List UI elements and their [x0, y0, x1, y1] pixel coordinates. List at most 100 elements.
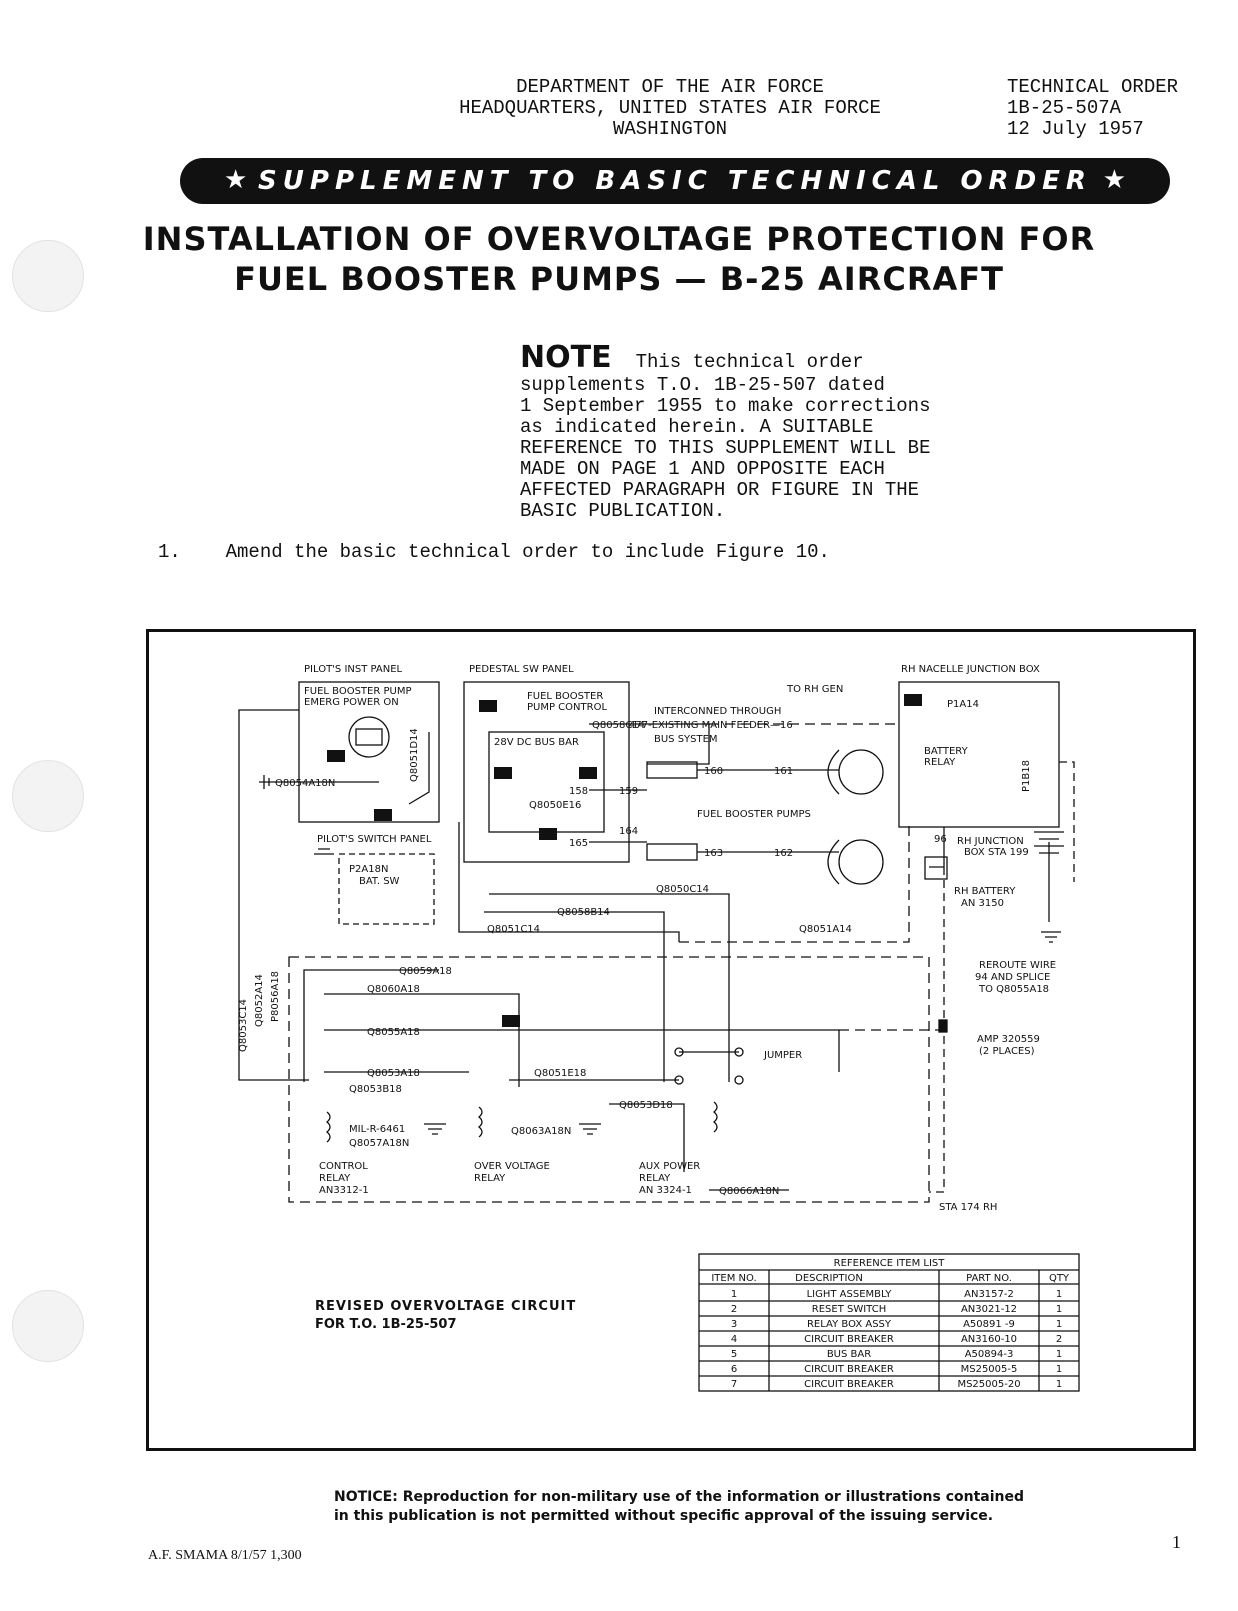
ref-cell: LIGHT ASSEMBLY	[807, 1289, 893, 1300]
pump-rh-symbol	[838, 749, 884, 795]
label-interconnect-1: INTERCONNED THROUGH	[654, 706, 781, 717]
ref-cell: MS25005-5	[961, 1364, 1018, 1375]
label-bus-bar: 28V DC BUS BAR	[494, 737, 579, 748]
wire-label: P1B18	[1021, 760, 1032, 792]
battery-symbol	[1034, 831, 1064, 854]
wire-q8058b14	[484, 911, 665, 1082]
binder-hole	[12, 240, 84, 312]
footer-imprint: A.F. SMAMA 8/1/57 1,300	[148, 1548, 302, 1563]
document-title-line2: FUEL BOOSTER PUMPS — B-25 AIRCRAFT	[234, 260, 1004, 298]
ref-cell: MS25005-20	[957, 1379, 1020, 1390]
note-text: REFERENCE TO THIS SUPPLEMENT WILL BE	[520, 437, 931, 459]
wire-label: 96	[934, 834, 947, 845]
notice-text: in this publication is not permitted wit…	[334, 1508, 994, 1524]
label-emerg-1: FUEL BOOSTER PUMP	[304, 686, 411, 697]
wire-label: Q8063A18N	[511, 1126, 571, 1137]
wire-label: Q8053B18	[349, 1084, 402, 1095]
wire-label: 161	[774, 766, 793, 777]
ref-cell: 4	[731, 1334, 737, 1345]
note-label: NOTE	[520, 340, 612, 375]
wiring-diagram: PILOT'S INST PANEL FUEL BOOSTER PUMP EME…	[238, 664, 1080, 1392]
notice-label: NOTICE:	[334, 1489, 398, 1505]
note-text: 1 September 1955 to make corrections	[520, 395, 931, 417]
connector-lh	[646, 843, 698, 861]
ground-symbol	[1041, 931, 1061, 943]
wire-run	[238, 709, 309, 1081]
wire-label: 162	[774, 848, 793, 859]
wire-q8059a18	[303, 969, 439, 1082]
note-text: as indicated herein. A SUITABLE	[520, 416, 874, 438]
pump-lh-symbol	[838, 839, 884, 885]
reset-switch-symbol	[355, 728, 383, 746]
label-to-rh-gen: TO RH GEN	[786, 684, 843, 695]
supplement-banner: ★ SUPPLEMENT TO BASIC TECHNICAL ORDER ★	[180, 158, 1170, 204]
wire-label: Q8057A18N	[349, 1138, 409, 1149]
wire-q8050c14	[489, 893, 730, 1082]
department-line: HEADQUARTERS, UNITED STATES AIR FORCE	[459, 97, 881, 119]
ref-cell: A50891 -9	[963, 1319, 1015, 1330]
light-assembly-symbol	[348, 716, 390, 758]
department-heading: DEPARTMENT OF THE AIR FORCE HEADQUARTERS…	[450, 77, 890, 140]
ref-header: DESCRIPTION	[795, 1273, 863, 1284]
wire-label: Q8053C14	[238, 999, 249, 1052]
contact-b1	[674, 1047, 684, 1057]
ref-cell: CIRCUIT BREAKER	[804, 1379, 894, 1390]
label-reroute-2: 94 AND SPLICE	[975, 972, 1050, 983]
instruction-text: Amend the basic technical order to inclu…	[225, 541, 830, 563]
ref-cell: CIRCUIT BREAKER	[804, 1334, 894, 1345]
label-control-relay-3: AN3312-1	[319, 1185, 369, 1196]
wire-label: Q8052A14	[254, 974, 265, 1027]
ref-cell: 3	[731, 1319, 737, 1330]
label-reroute-1: REROUTE WIRE	[979, 960, 1056, 971]
wire-label: 164	[619, 826, 638, 837]
ref-header: PART NO.	[966, 1273, 1012, 1284]
item-tag-6	[479, 700, 497, 712]
note-block: NOTE This technical order supplements T.…	[520, 340, 980, 522]
pilots-inst-panel-box	[298, 681, 440, 823]
label-rh-nacelle-jb: RH NACELLE JUNCTION BOX	[901, 664, 1040, 675]
label-aux-3: AN 3324-1	[639, 1185, 692, 1196]
wire-label: Q8051D14	[409, 728, 420, 782]
ground-symbol	[314, 848, 334, 855]
label-rh-battery-1: RH BATTERY	[954, 886, 1016, 897]
aux-power-relay-coil	[712, 1101, 718, 1133]
ref-cell: AN3160-10	[961, 1334, 1017, 1345]
figure-caption-line1: REVISED OVERVOLTAGE CIRCUIT	[315, 1299, 576, 1314]
wire-label: Q8060A18	[367, 984, 420, 995]
contact-a1	[674, 1075, 684, 1085]
ground-symbol	[263, 775, 270, 789]
ref-cell: AN3157-2	[964, 1289, 1014, 1300]
contact-a2	[734, 1075, 744, 1085]
to-date: 12 July 1957	[1007, 118, 1144, 140]
label-battery-relay-1: BATTERY	[924, 746, 969, 757]
wire-label: P2A18N	[349, 864, 388, 875]
page-number: 1	[1172, 1532, 1181, 1552]
label-control-relay-2: RELAY	[319, 1173, 351, 1184]
over-voltage-relay-coil	[477, 1106, 483, 1138]
wire-q8051c14	[458, 822, 680, 942]
ref-cell: 1	[731, 1289, 737, 1300]
wiring-diagram-figure: PILOT'S INST PANEL FUEL BOOSTER PUMP EME…	[146, 629, 1196, 1451]
wire-label: P8056A18	[270, 971, 281, 1022]
label-control-relay-1: CONTROL	[319, 1161, 368, 1172]
wire-q8051d14	[408, 732, 430, 805]
ground-symbol	[579, 1123, 601, 1135]
wire-label: Q8066A18N	[719, 1186, 779, 1197]
label-amp-1: AMP 320559	[977, 1034, 1040, 1045]
label-amp-2: (2 PLACES)	[979, 1046, 1035, 1057]
wire-label: 158	[569, 786, 588, 797]
label-rh-junction-1: RH JUNCTION	[957, 836, 1024, 847]
star-icon: ★	[1102, 165, 1126, 194]
label-pilots-switch-panel: PILOT'S SWITCH PANEL	[317, 834, 432, 845]
label-ovr-2: RELAY	[474, 1173, 506, 1184]
wire-label: Q8059A18	[399, 966, 452, 977]
wire-label: Q8050C14	[656, 884, 709, 895]
wire-label: Q8054A18N	[275, 778, 335, 789]
wire-label: 160	[704, 766, 723, 777]
wire-label: 159	[619, 786, 638, 797]
wire-label: Q8053D18	[619, 1100, 673, 1111]
item-tag-4	[494, 767, 512, 779]
banner-text: SUPPLEMENT TO BASIC TECHNICAL ORDER	[258, 166, 1092, 196]
label-aux-2: RELAY	[639, 1173, 671, 1184]
